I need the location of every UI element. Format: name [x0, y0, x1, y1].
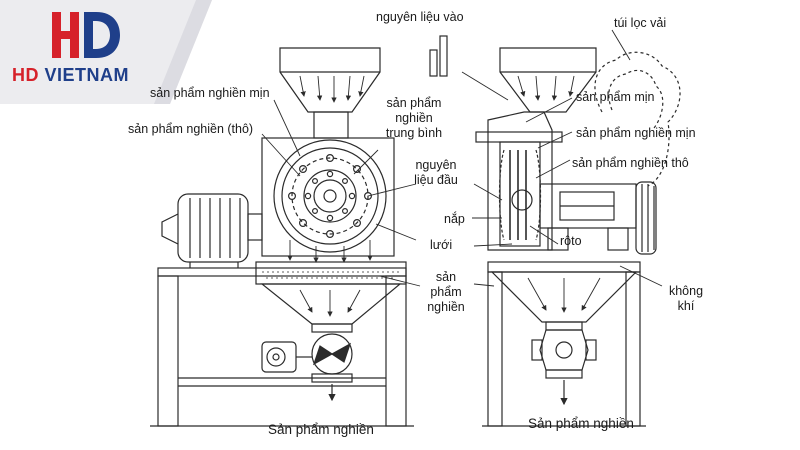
label-screen: lưới	[430, 238, 453, 252]
label-initial-material: nguyên liệu đầu	[414, 158, 458, 187]
label-air: không khí	[668, 284, 704, 313]
label-cover: nắp	[444, 212, 465, 226]
label-output-left: Sản phẩm nghiền	[268, 422, 374, 437]
label-coarse-product-left: sản phẩm nghiền (thô)	[128, 122, 254, 136]
label-medium-product: sản phẩm nghiền trung bình	[385, 96, 443, 140]
hd-monogram-icon	[52, 12, 120, 58]
label-output-right: Sản phẩm nghiền	[528, 416, 634, 431]
brand-hd: HD	[12, 65, 39, 85]
brand-logo: HD VIETNAM	[0, 0, 215, 104]
left-machine	[150, 47, 414, 427]
brand-name: HD VIETNAM	[12, 65, 129, 86]
leader-lines	[261, 29, 663, 287]
rotor-holes	[288, 154, 373, 239]
label-cloth-filter-bag: túi lọc vải	[614, 16, 667, 30]
label-ground-product-mid: sản phẩm nghiền	[427, 270, 465, 314]
right-machine	[429, 35, 681, 427]
brand-vietnam: VIETNAM	[44, 65, 130, 85]
label-rotor: rôto	[560, 234, 582, 248]
label-fine-product-left: sản phẩm nghiền mịn	[150, 86, 270, 100]
label-coarse-product-right: sản phẩm nghiền thô	[572, 156, 689, 170]
label-raw-material-in: nguyên liệu vào	[376, 10, 464, 24]
label-fine-product-right-2: sản phẩm nghiền mịn	[576, 126, 696, 140]
label-fine-product-right-1: sản phẩm mịn	[576, 90, 655, 104]
